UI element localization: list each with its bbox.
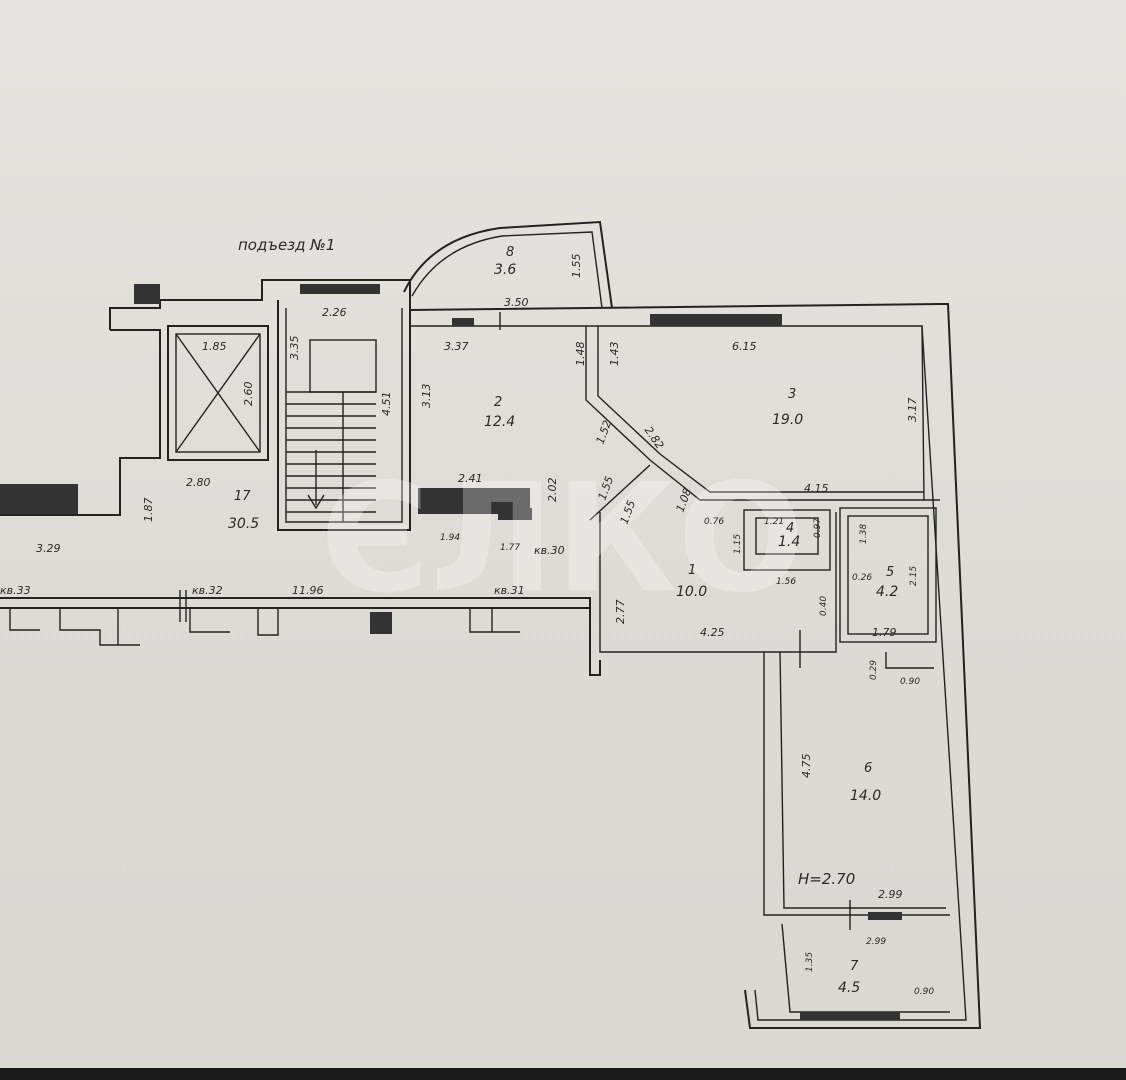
dim-label: 2.99 bbox=[878, 888, 903, 901]
dim-label: 3.17 bbox=[906, 398, 919, 423]
dim-label: 1.77 bbox=[500, 543, 520, 553]
dim-label: 6.15 bbox=[732, 340, 757, 353]
dim-label: 4.51 bbox=[380, 392, 393, 417]
dim-label: 2.60 bbox=[242, 382, 255, 407]
dim-label: 2.80 bbox=[186, 476, 211, 489]
room-1-number: 1 bbox=[688, 563, 696, 578]
dim-label: 11.96 bbox=[292, 584, 324, 597]
room-17-area: 30.5 bbox=[228, 516, 259, 532]
room-4-number: 4 bbox=[786, 521, 794, 536]
room-17-number: 17 bbox=[234, 489, 251, 504]
dim-label: 1.94 bbox=[440, 533, 460, 543]
room-2-area: 12.4 bbox=[484, 414, 515, 430]
dim-label: 0.90 bbox=[914, 987, 934, 997]
dim-label: 2.99 bbox=[866, 937, 886, 947]
dim-label: 3.29 bbox=[36, 542, 61, 555]
room-2-number: 2 bbox=[494, 395, 502, 410]
corridor-walls bbox=[0, 590, 601, 676]
room-8-area: 3.6 bbox=[494, 262, 516, 278]
room-6-number: 6 bbox=[864, 761, 872, 776]
ceiling-height-label: H=2.70 bbox=[798, 870, 855, 888]
room-4-area: 1.4 bbox=[778, 534, 800, 550]
dim-label: 1.85 bbox=[202, 340, 227, 353]
dim-label: 3.50 bbox=[504, 296, 529, 309]
apt-label-33: кв.33 bbox=[0, 584, 31, 597]
dim-label: 0.26 bbox=[852, 573, 872, 583]
room-7-number: 7 bbox=[850, 959, 859, 974]
dim-label: 2.02 bbox=[546, 478, 559, 503]
dim-label: 2.82 bbox=[642, 424, 667, 452]
room-3-number: 3 bbox=[788, 387, 796, 402]
dim-label: 0.40 bbox=[819, 596, 829, 616]
dim-label: 1.56 bbox=[776, 577, 796, 587]
dim-label: 1.79 bbox=[872, 626, 897, 639]
dim-label: 1.21 bbox=[764, 517, 784, 527]
dim-label: 0.90 bbox=[900, 677, 920, 687]
dim-label: 4.75 bbox=[800, 754, 813, 779]
dim-label: 3.35 bbox=[288, 336, 301, 361]
dim-label: 2.41 bbox=[458, 472, 483, 485]
apartment-walls bbox=[409, 303, 982, 1029]
dim-label: 1.52 bbox=[594, 418, 615, 445]
dim-label: 1.48 bbox=[574, 342, 587, 367]
entrance-label: подъезд №1 bbox=[238, 236, 335, 254]
balcony-walls bbox=[403, 220, 613, 330]
dim-label: 1.38 bbox=[859, 524, 869, 544]
dim-label: 0.76 bbox=[704, 517, 724, 527]
dim-label: 4.25 bbox=[700, 626, 725, 639]
dim-label: 1.15 bbox=[733, 534, 743, 554]
dim-label: 3.37 bbox=[444, 340, 469, 353]
room-7-area: 4.5 bbox=[838, 980, 860, 996]
room-6-area: 14.0 bbox=[850, 788, 881, 804]
dimension-labels: 2.26 3.50 1.55 3.37 6.15 1.85 2.60 2.80 … bbox=[36, 254, 934, 998]
apt-label-30: кв.30 bbox=[534, 544, 565, 557]
room-3-area: 19.0 bbox=[772, 412, 803, 428]
dim-label: 3.13 bbox=[420, 384, 433, 409]
dim-label: 0.29 bbox=[869, 660, 879, 680]
bottom-screen-bar bbox=[0, 1068, 1126, 1080]
apartment-labels: кв.33 кв.32 кв.31 кв.30 bbox=[0, 544, 565, 597]
dim-label: 1.55 bbox=[570, 254, 583, 279]
room-8-number: 8 bbox=[506, 245, 514, 260]
room-5-number: 5 bbox=[886, 565, 894, 580]
apt-label-31: кв.31 bbox=[494, 584, 525, 597]
room-1-area: 10.0 bbox=[676, 584, 707, 600]
dim-label: 1.43 bbox=[608, 342, 621, 367]
stair-block-walls bbox=[0, 279, 532, 531]
dim-label: 4.15 bbox=[804, 482, 829, 495]
dim-label: 2.26 bbox=[322, 306, 347, 319]
room-5-area: 4.2 bbox=[876, 584, 898, 600]
dim-label: 0.97 bbox=[813, 518, 823, 538]
dim-label: 1.35 bbox=[805, 952, 815, 972]
dim-label: 2.15 bbox=[909, 566, 919, 586]
dim-label: 2.77 bbox=[614, 600, 627, 625]
apt-label-32: кв.32 bbox=[192, 584, 223, 597]
watermark-logo: ЄЛКО bbox=[320, 452, 805, 626]
dim-label: 1.87 bbox=[142, 498, 155, 523]
room-labels: 8 3.6 2 12.4 3 19.0 17 30.5 1 10.0 4 1.4… bbox=[228, 245, 898, 996]
